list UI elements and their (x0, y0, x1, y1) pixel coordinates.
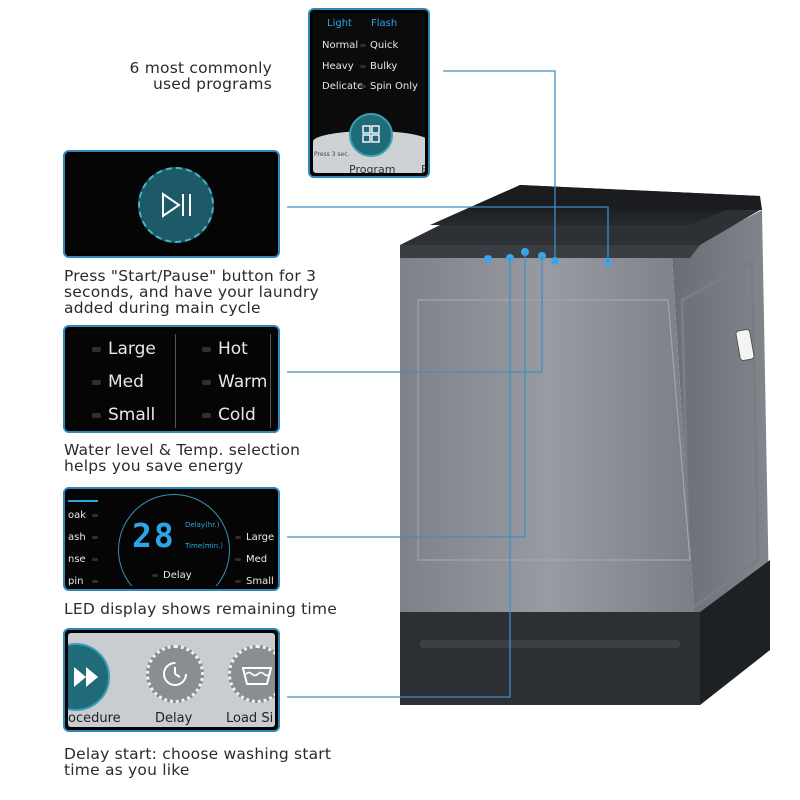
led-display-panel: oak ash nse pin 28 Delay(hr.) Time(min.)… (63, 487, 280, 591)
delay-label: Delay (163, 570, 192, 581)
indicator-led (92, 514, 98, 517)
caption-delay: Delay start: choose washing start time a… (64, 746, 331, 778)
caption-line: added during main cycle (64, 299, 261, 317)
caption-line: seconds, and have your laundry (64, 283, 319, 301)
indicator-led (152, 574, 158, 577)
stage-soak: oak (68, 510, 87, 521)
grid-icon (362, 125, 380, 143)
load-small: Small (246, 576, 274, 586)
level-med: Med (108, 372, 144, 392)
indicator-led (92, 580, 98, 583)
indicator-led (92, 347, 101, 352)
load-large: Large (246, 532, 275, 543)
caption-line: Delay start: choose washing start (64, 745, 332, 763)
caption-programs: 6 most commonly used programs (112, 60, 272, 92)
delay-hr-unit: Delay(hr.) (185, 521, 220, 529)
program-delicate: Delicate (322, 81, 364, 92)
stage-rinse: nse (68, 554, 86, 565)
temp-cold: Cold (218, 405, 256, 425)
stage-spin: pin (68, 576, 84, 586)
indicator-led (92, 558, 98, 561)
indicator-led (235, 580, 241, 583)
caption-line: Press "Start/Pause" button for 3 (64, 267, 317, 285)
temp-warm: Warm (218, 372, 268, 392)
program-panel: Light Flash Normal Quick Heavy Bulky Del… (308, 8, 430, 178)
load-size-label: Load Si (226, 711, 274, 726)
program-normal: Normal (322, 40, 359, 51)
program-button[interactable] (349, 113, 393, 157)
divider (175, 334, 176, 428)
caption-line: 6 most commonly (129, 59, 272, 77)
indicator-led (235, 558, 241, 561)
procedure-button[interactable] (68, 643, 110, 711)
caption-water: Water level & Temp. selection helps you … (64, 442, 300, 474)
clock-icon (163, 662, 187, 686)
start-pause-button[interactable] (138, 167, 214, 243)
indicator-led (202, 413, 211, 418)
divider (270, 334, 271, 428)
caption-line: used programs (152, 75, 272, 93)
load-med: Med (246, 554, 268, 565)
washer (400, 185, 770, 705)
delay-button[interactable] (146, 645, 204, 703)
caption-line: Water level & Temp. selection (64, 441, 301, 459)
indicator-led (202, 347, 211, 352)
program-heavy: Heavy (322, 61, 354, 72)
basin-icon (241, 667, 273, 685)
procedure-label: ocedure (68, 711, 121, 726)
load-size-button[interactable] (228, 645, 275, 703)
indicator-led (235, 536, 241, 539)
indicator-led (360, 85, 366, 88)
indicator-led (92, 536, 98, 539)
caption-start-pause: Press "Start/Pause" button for 3 seconds… (64, 268, 319, 316)
delay-panel: ocedure Delay Load Si (63, 628, 280, 732)
stage-wash: ash (68, 532, 86, 543)
indicator-led (360, 44, 366, 47)
tab-light[interactable]: Light (327, 18, 352, 29)
program-quick: Quick (370, 40, 399, 51)
level-small: Small (108, 405, 156, 425)
caption-led: LED display shows remaining time (64, 601, 337, 617)
start-pause-panel (63, 150, 280, 258)
program-label: Program (349, 163, 396, 173)
indicator-led (360, 65, 366, 68)
caption-line: LED display shows remaining time (64, 600, 337, 618)
play-pause-icon (162, 192, 191, 218)
temp-hot: Hot (218, 339, 248, 359)
program-spin-only: Spin Only (370, 81, 418, 92)
level-large: Large (108, 339, 156, 359)
time-digits: 28 (132, 516, 176, 555)
indicator-led (92, 380, 101, 385)
water-temp-panel: Large Med Small Hot Warm Cold (63, 325, 280, 433)
indicator-led (92, 413, 101, 418)
edge-letter: E (421, 163, 425, 173)
connector-lines (287, 70, 609, 698)
delay-label: Delay (155, 711, 193, 726)
caption-line: helps you save energy (64, 457, 244, 475)
fast-forward-icon (74, 667, 98, 687)
indicator-led (202, 380, 211, 385)
time-min-unit: Time(min.) (185, 542, 224, 550)
progress-accent (68, 500, 98, 502)
caption-line: time as you like (64, 761, 190, 779)
tab-flash[interactable]: Flash (371, 18, 398, 29)
program-bulky: Bulky (370, 61, 398, 72)
press-hint: Press 3 sec. (314, 151, 350, 158)
